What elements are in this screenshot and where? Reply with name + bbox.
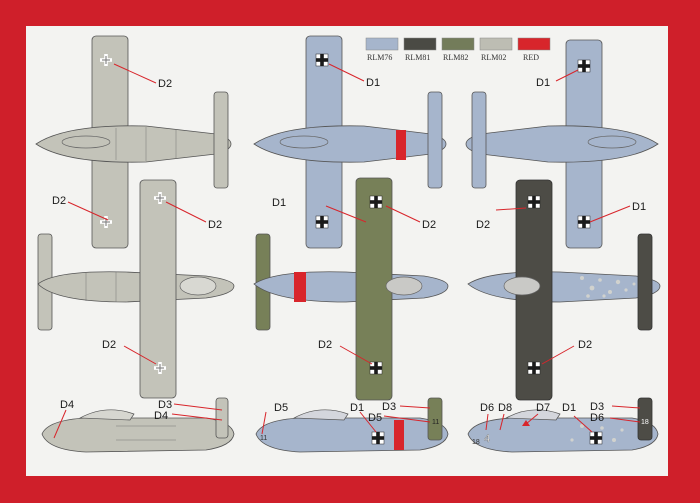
callout-line xyxy=(328,63,365,82)
callout-line xyxy=(555,69,579,82)
plane-top-view-rlm02 xyxy=(35,35,232,249)
callout-label: D2 xyxy=(578,339,592,351)
callout-label: D2 xyxy=(102,339,116,351)
callout-line xyxy=(383,415,431,423)
callout-label: D5 xyxy=(274,402,288,414)
callout-label: D2 xyxy=(476,219,490,231)
callout-line xyxy=(173,403,223,411)
legend-swatch-red xyxy=(517,37,551,51)
callout-line xyxy=(67,201,109,221)
callout-label: D1 xyxy=(562,402,576,414)
callout-line xyxy=(359,411,377,433)
legend-label: RED xyxy=(523,53,539,62)
tail-number: 18 xyxy=(641,419,649,426)
callout-line xyxy=(499,413,505,431)
callout-label: D3 xyxy=(382,401,396,413)
side-number: 18 xyxy=(472,439,480,446)
callout-line xyxy=(171,413,223,421)
legend-label: RLM81 xyxy=(405,53,430,62)
callout-line xyxy=(53,409,67,439)
callout-line xyxy=(573,415,593,433)
plane-bottom-view-rlm02 xyxy=(37,179,235,399)
callout-line xyxy=(399,405,431,409)
callout-label: D8 xyxy=(498,402,512,414)
plane-top-view-rlm76-mirrored xyxy=(465,39,659,249)
callout-label: D1 xyxy=(272,197,286,209)
legend-swatch-rlm02 xyxy=(479,37,513,51)
callout-line xyxy=(609,417,641,423)
callout-line xyxy=(485,413,489,431)
callout-line xyxy=(123,345,157,365)
callout-label: D3 xyxy=(590,401,604,413)
plane-side-view-rlm76: 11 11 xyxy=(255,397,449,453)
callout-line xyxy=(165,201,207,223)
callout-label: D2 xyxy=(208,219,222,231)
callout-label: D5 xyxy=(368,412,382,424)
side-number-large: 4 xyxy=(484,433,490,445)
legend-label: RLM76 xyxy=(367,53,392,62)
callout-line xyxy=(541,345,575,365)
callout-line xyxy=(611,405,641,409)
callout-label: D2 xyxy=(318,339,332,351)
callout-label: D1 xyxy=(536,77,550,89)
plane-side-view-rlm76-mottled: 18 4 18 xyxy=(467,397,659,453)
legend-swatch-rlm81 xyxy=(403,37,437,51)
callout-label: D4 xyxy=(60,399,74,411)
callout-label: D4 xyxy=(154,410,168,422)
legend-label: RLM02 xyxy=(481,53,506,62)
callout-line xyxy=(113,63,157,84)
legend-label: RLM82 xyxy=(443,53,468,62)
callout-line xyxy=(525,413,539,425)
callout-label: D2 xyxy=(158,78,172,90)
callout-label: D7 xyxy=(536,402,550,414)
decal-placement-sheet: RLM76 RLM81 RLM82 RLM02 RED D2 xyxy=(26,26,668,476)
plane-top-view-rlm76 xyxy=(253,35,447,249)
tail-number: 11 xyxy=(432,419,439,426)
callout-label: D1 xyxy=(350,402,364,414)
callout-label: D2 xyxy=(52,195,66,207)
painting-guide-diagram: RLM76 RLM81 RLM82 RLM02 RED D2 xyxy=(35,35,661,453)
callout-line xyxy=(261,411,267,435)
callout-line xyxy=(589,205,631,223)
callout-label: D2 xyxy=(422,219,436,231)
plane-bottom-view-rlm81 xyxy=(467,179,661,401)
callout-line xyxy=(495,207,527,211)
callout-line xyxy=(325,205,367,223)
side-number: 11 xyxy=(260,435,267,442)
plane-side-view-rlm02 xyxy=(41,397,235,453)
color-legend: RLM76 RLM81 RLM82 RLM02 RED xyxy=(365,37,551,62)
callout-label: D6 xyxy=(590,412,604,424)
callout-label: D1 xyxy=(366,77,380,89)
legend-swatch-rlm82 xyxy=(441,37,475,51)
callout-label: D6 xyxy=(480,402,494,414)
legend-swatch-rlm76 xyxy=(365,37,399,51)
plane-bottom-view-rlm82 xyxy=(253,177,449,401)
callout-line xyxy=(339,345,373,365)
callout-line xyxy=(385,205,421,223)
callout-label: D1 xyxy=(632,201,646,213)
callout-label: D3 xyxy=(158,399,172,411)
